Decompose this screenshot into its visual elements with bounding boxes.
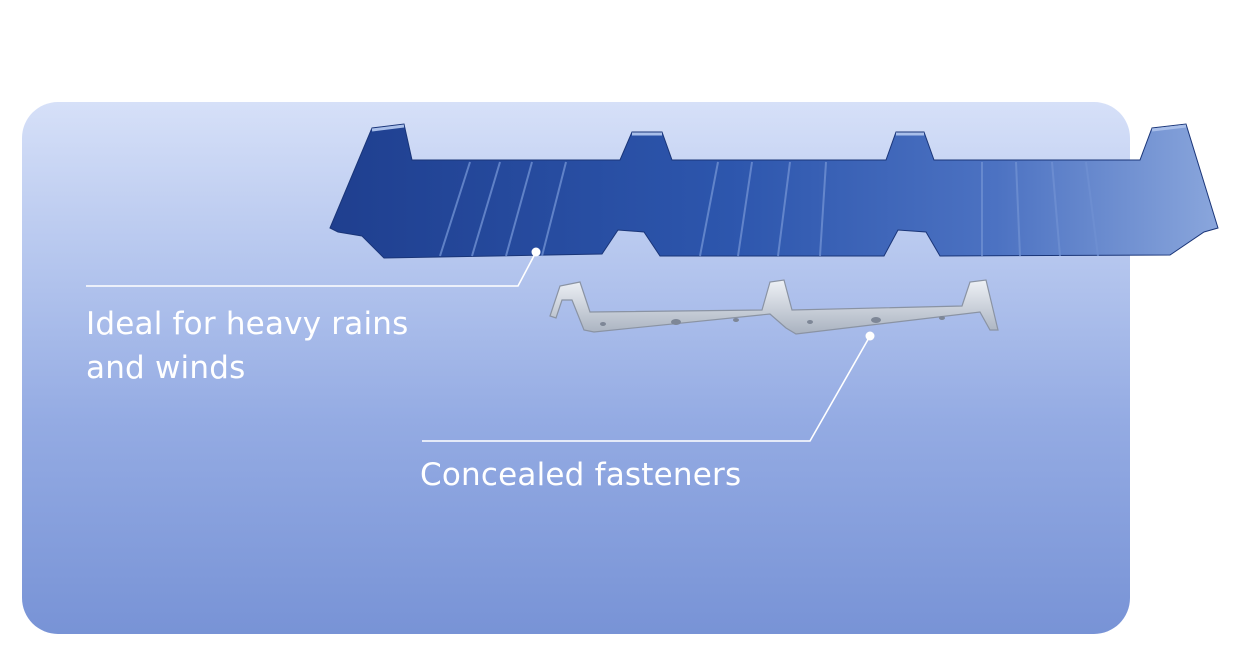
- fastener-clip: [549, 279, 999, 335]
- callout-line-rains: [86, 251, 537, 287]
- sheet-crests: [371, 124, 1187, 136]
- roofing-sheet: [329, 123, 1219, 259]
- callout-rains-line-2: and winds: [86, 350, 246, 386]
- callout-label-rains: Ideal for heavy rains and winds: [86, 302, 506, 390]
- callout-label-fasteners: Concealed fasteners: [420, 457, 742, 493]
- sheet-ribs: [439, 161, 1099, 257]
- fastener-holes: [600, 316, 945, 326]
- callout-dot-rains: [531, 247, 541, 257]
- callout-line-fasteners: [422, 335, 871, 442]
- callout-rains-line-1: Ideal for heavy rains: [86, 306, 409, 342]
- callout-dot-fasteners: [865, 331, 875, 341]
- callout-lines: [86, 251, 871, 442]
